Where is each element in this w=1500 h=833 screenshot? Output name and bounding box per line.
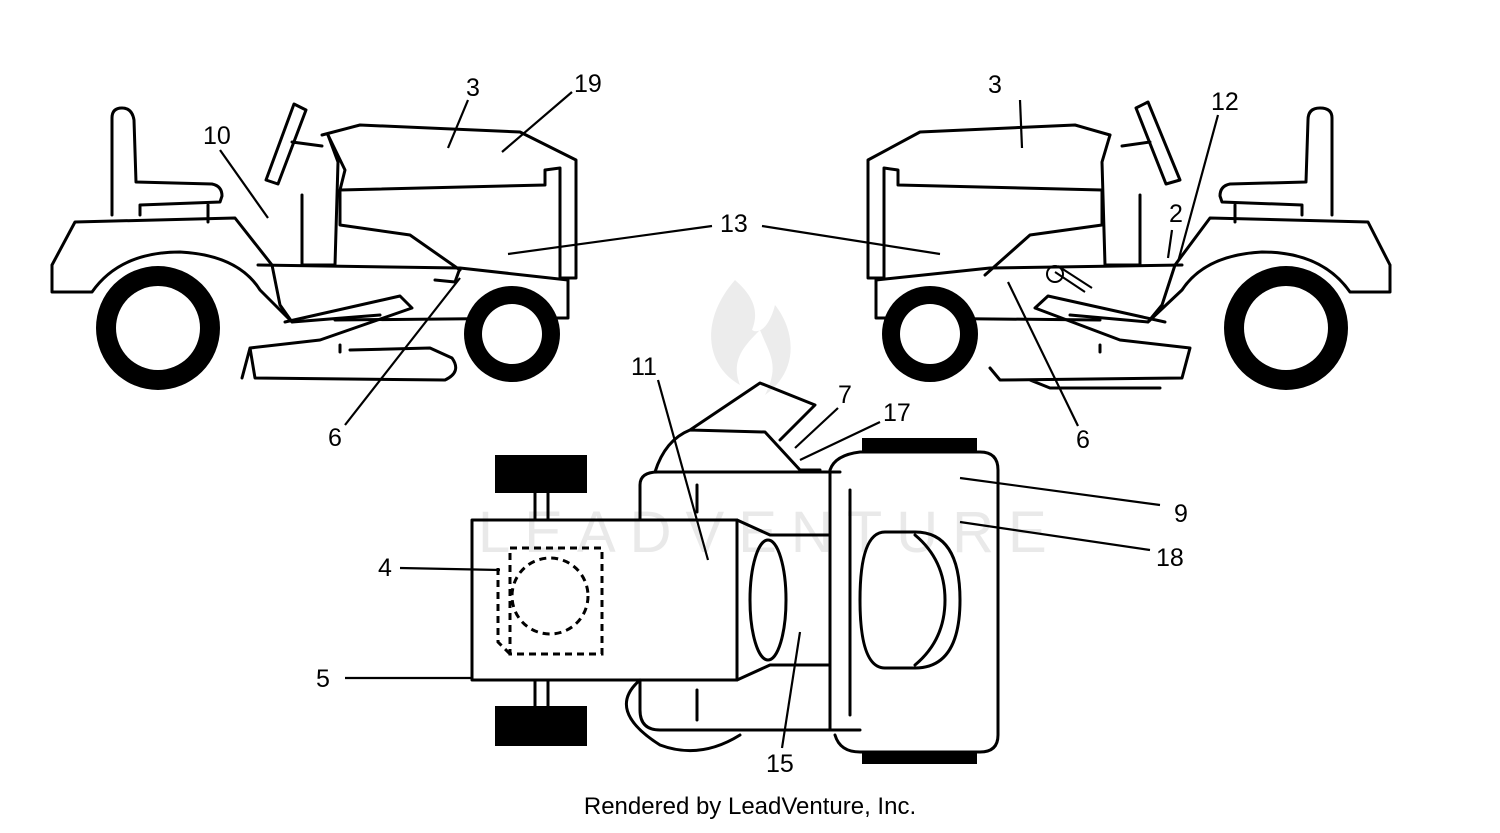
right-hood	[866, 123, 1112, 280]
top-chute-mower-arc	[624, 678, 742, 753]
callout-left-10: 10	[203, 122, 231, 150]
callout-right-2: 2	[1169, 200, 1183, 228]
callout-left-19: 19	[574, 70, 602, 98]
callout-labels: 3 19 10 13 6 3 12 2 6 11 7 17 9 18 4 5 1…	[203, 70, 1239, 778]
top-view	[470, 381, 1000, 764]
top-rear-body	[828, 450, 1000, 754]
top-front-tire-lower	[495, 706, 587, 746]
top-chute	[653, 381, 822, 474]
callout-right-12: 12	[1211, 88, 1239, 116]
callout-top-4: 4	[378, 554, 392, 582]
left-deck	[240, 294, 458, 382]
right-rear-wheel	[1224, 266, 1348, 390]
top-hood	[638, 470, 862, 732]
top-engine-circle	[510, 556, 590, 636]
top-rear-tire-upper	[862, 438, 977, 452]
callout-top-17: 17	[883, 399, 911, 427]
right-side-view	[866, 100, 1392, 390]
callout-top-9: 9	[1174, 500, 1188, 528]
callout-right-3: 3	[988, 71, 1002, 99]
top-engine-corner	[496, 568, 512, 656]
left-steering	[264, 102, 340, 267]
top-engine-outline	[508, 546, 604, 656]
callout-13: 13	[720, 210, 748, 238]
left-hood	[320, 123, 578, 280]
callout-top-5: 5	[316, 665, 330, 693]
watermark-flame-icon	[711, 280, 791, 395]
callout-top-7: 7	[838, 381, 852, 409]
left-side-view	[50, 102, 578, 390]
left-front-wheel	[464, 286, 560, 382]
callout-top-15: 15	[766, 750, 794, 778]
callout-left-6: 6	[328, 424, 342, 452]
top-rear-tire-lower	[862, 752, 977, 764]
right-seat	[1218, 106, 1334, 224]
callout-right-6: 6	[1076, 426, 1090, 454]
right-deck	[988, 294, 1192, 390]
callout-leaders	[219, 91, 1220, 749]
right-lever-knob	[1046, 265, 1064, 283]
right-front-wheel	[882, 286, 978, 382]
left-rear-wheel	[96, 266, 220, 390]
callout-top-11: 11	[631, 353, 657, 381]
top-steering-column	[748, 538, 788, 662]
top-grille-panel	[470, 518, 739, 682]
top-seat-inner	[913, 533, 947, 667]
callout-left-3: 3	[466, 74, 480, 102]
right-lever	[1054, 265, 1093, 293]
watermark-text: LEADVENTURE	[478, 500, 1061, 565]
top-seat-outer	[858, 530, 962, 670]
callout-top-18: 18	[1156, 544, 1184, 572]
top-front-tire-upper	[495, 455, 587, 493]
right-steering	[1100, 100, 1182, 267]
footer-credit: Rendered by LeadVenture, Inc.	[583, 793, 917, 820]
top-front-axle	[533, 491, 550, 708]
